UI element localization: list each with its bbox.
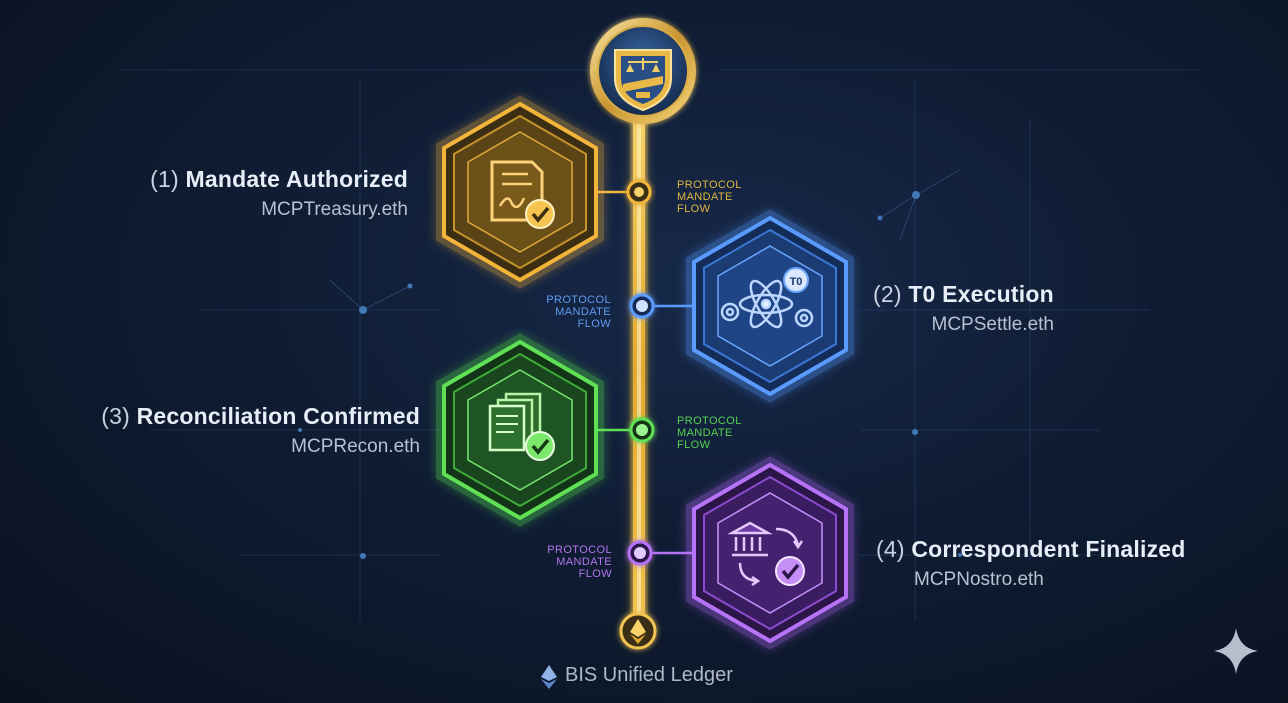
bank-cycle-icon [727,521,805,587]
node-2-label: (2) T0 Execution MCPSettle.eth [873,281,1054,336]
node-3-title: Reconciliation Confirmed [136,403,420,429]
background-grid [120,69,1200,620]
spine-connectors [596,190,694,555]
junction-dot-1 [626,179,652,205]
flow-label-2-line3: FLOW [577,318,611,330]
node-1-number: (1) [150,166,179,192]
flow-label-4-line3: FLOW [578,568,612,580]
node-3-label: (3) Reconciliation Confirmed MCPRecon.et… [101,403,420,458]
flow-label-2-line1: PROTOCOL [546,294,611,306]
node-2-title: T0 Execution [908,281,1054,307]
node-2-subtitle: MCPSettle.eth [931,314,1055,335]
node-4-hexagon[interactable] [686,456,854,650]
timeline-spine [630,110,648,630]
footer-label: BIS Unified Ledger [565,664,733,686]
junction-dot-2 [629,293,655,319]
ethereum-endpoint-icon [619,612,657,650]
node-1-hexagon[interactable] [436,95,604,289]
shield-scales-emblem-icon [590,18,696,124]
node-2-title-row: (2) T0 Execution [873,281,1054,308]
ledger-check-icon [488,392,555,461]
flow-label-2: PROTOCOL MANDATE FLOW [546,294,611,330]
flow-label-1-line1: PROTOCOL [677,179,742,191]
node-2-hexagon[interactable]: T0 [686,209,854,403]
flow-label-4: PROTOCOL MANDATE FLOW [547,544,612,580]
node-3-subtitle: MCPRecon.eth [291,436,420,457]
flow-label-4-line1: PROTOCOL [547,544,612,556]
node-1-subtitle: MCPTreasury.eth [261,199,408,220]
flow-label-1: PROTOCOL MANDATE FLOW [677,179,742,215]
node-2-number: (2) [873,281,902,307]
node-1-title-row: (1) Mandate Authorized [150,166,408,193]
node-4-title: Correspondent Finalized [911,536,1186,562]
junction-dot-3 [629,417,655,443]
node-3-number: (3) [101,403,131,429]
junction-dot-4 [627,540,653,566]
flow-label-2-line2: MANDATE [555,306,611,318]
flow-label-4-line2: MANDATE [556,556,612,568]
node-3-title-row: (3) Reconciliation Confirmed [101,403,420,430]
node-4-label: (4) Correspondent Finalized MCPNostro.et… [876,536,1186,591]
flow-label-3-line2: MANDATE [677,427,733,439]
t0-badge-label: T0 [790,276,803,288]
flow-label-3-line1: PROTOCOL [677,415,742,427]
flow-label-1-line2: MANDATE [677,191,733,203]
flow-label-1-line3: FLOW [677,203,711,215]
flow-label-3-line3: FLOW [677,439,711,451]
flow-label-3: PROTOCOL MANDATE FLOW [677,415,742,451]
node-4-title-row: (4) Correspondent Finalized [876,536,1186,563]
node-4-subtitle: MCPNostro.eth [914,569,1044,590]
node-1-label: (1) Mandate Authorized MCPTreasury.eth [150,166,408,221]
node-1-title: Mandate Authorized [185,166,408,192]
ethereum-icon [541,665,557,689]
atom-gears-icon [720,279,814,329]
sparkle-icon [1214,628,1258,674]
t0-badge [783,267,809,293]
node-4-number: (4) [876,536,905,562]
node-3-hexagon[interactable] [436,333,604,527]
signed-document-icon [490,160,555,229]
